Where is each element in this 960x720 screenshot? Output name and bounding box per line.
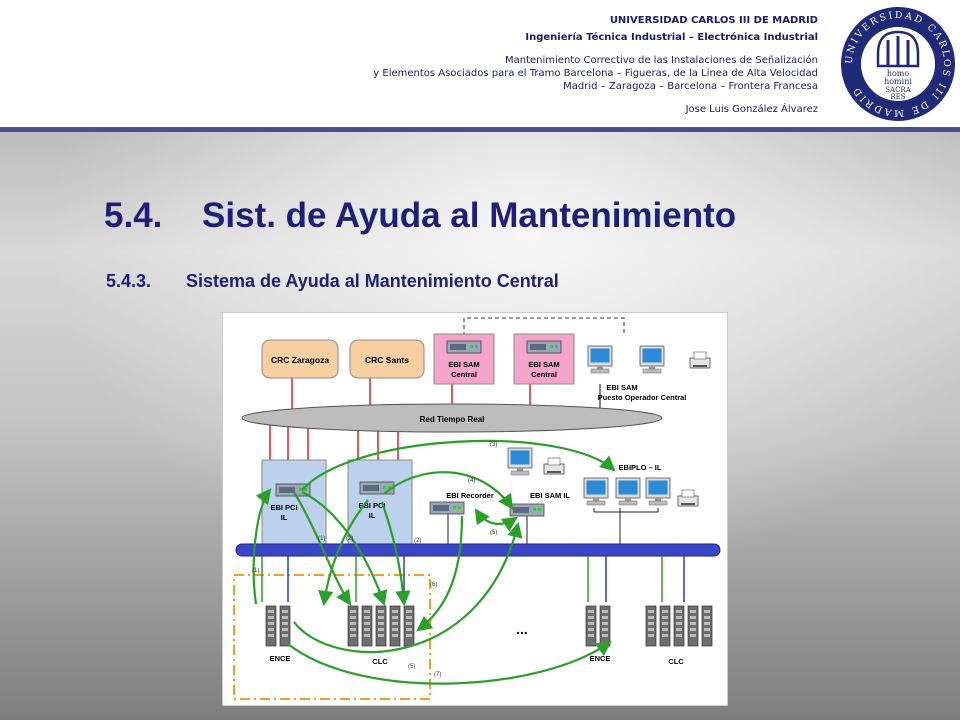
project-title-line-2: y Elementos Asociados para el Tramo Barc… (373, 68, 818, 79)
subtitle-text: Sistema de Ayuda al Mantenimiento Centra… (186, 271, 559, 291)
university-name: UNIVERSIDAD CARLOS III DE MADRID (609, 15, 818, 26)
ebi-pci-1-label-a: EBI PCI (270, 503, 297, 512)
ebi-recorder-server (429, 501, 465, 515)
link-label-4: (4) (468, 478, 475, 484)
title-text: Sist. de Ayuda al Mantenimiento (202, 196, 737, 235)
link-label-2b: (2) (414, 538, 421, 544)
crc-sants-label: CRC Sants (365, 355, 409, 365)
author-name: Jose Luis González Álvarez (685, 104, 818, 115)
ebi-pci-1-label-b: IL (281, 513, 288, 522)
operator-label-b: Puesto Operador Central (598, 393, 687, 402)
svg-text:homini: homini (884, 77, 912, 86)
subtitle-number: 5.4.3. (106, 271, 152, 291)
link-label-5a: (5) (490, 530, 497, 536)
data-flow-arrows (252, 439, 616, 685)
clc-1-racks (347, 605, 415, 647)
ebi-pci-2-box (347, 459, 413, 545)
network-label: Red Tiempo Real (420, 415, 485, 424)
crc-zaragoza-label: CRC Zaragoza (271, 355, 329, 365)
project-title-line-1: Mantenimiento Correctivo de las Instalac… (504, 55, 818, 66)
svg-text:SACRA: SACRA (885, 86, 911, 94)
link-label-6: (6) (430, 582, 437, 588)
link-label-1b: (1) (252, 568, 259, 574)
sam-il-label: EBI SAM IL (530, 491, 570, 500)
clc-2-racks (645, 605, 713, 647)
university-seal-logo: UNIVERSIDAD CARLOS III DE MADRID homo ho… (841, 7, 955, 121)
link-label-3: (3) (490, 442, 497, 448)
link-label-7: (7) (434, 672, 441, 678)
ebiplo-label: EBIPLO – IL (619, 463, 662, 472)
ence-2-label: ENCE (590, 654, 611, 663)
degree-name: Ingeniería Técnica Industrial – Electrón… (525, 32, 818, 43)
link-label-1a: (1) (318, 536, 325, 542)
slide-subtitle: 5.4.3. Sistema de Ayuda al Mantenimiento … (106, 271, 559, 292)
svg-text:homo: homo (887, 69, 910, 78)
clc-1-label: CLC (372, 657, 388, 666)
clc-2-label: CLC (668, 657, 684, 666)
red-tiempo-real-cloud (241, 403, 663, 433)
ebi-pci-1-box (261, 459, 327, 545)
more-equipment-ellipsis: ... (516, 621, 528, 637)
ebi-sam-central-2-label-b: Central (531, 370, 557, 379)
network-diagram: CRC Zaragoza CRC Sants EBI SAM Central E… (222, 312, 728, 706)
ence-1-label: ENCE (270, 654, 291, 663)
ebi-sam-il-server (509, 503, 545, 517)
project-title-line-3: Madrid – Zaragoza – Barcelona – Frontera… (563, 81, 818, 92)
header-divider (0, 127, 960, 132)
link-label-2a: (2) (346, 536, 353, 542)
ebi-pci-2-label-b: IL (369, 511, 376, 520)
link-label-5b: (5) (408, 664, 415, 670)
svg-text:RES: RES (890, 93, 905, 101)
operator-label-a: EBI SAM (606, 383, 637, 392)
main-bus (235, 543, 721, 557)
crc-sants-box (349, 339, 425, 379)
ebi-sam-central-2-label-a: EBI SAM (528, 360, 559, 369)
central-redundancy-link (463, 317, 625, 336)
ebi-sam-central-1-label-a: EBI SAM (448, 360, 479, 369)
title-number: 5.4. (104, 196, 163, 235)
ebi-pci-2-label-a: EBI PCI (358, 501, 385, 510)
crc-zaragoza-box (261, 339, 339, 379)
recorder-label: EBI Recorder (446, 491, 494, 500)
ebi-sam-central-1-label-b: Central (451, 370, 477, 379)
slide-title: 5.4. Sist. de Ayuda al Mantenimiento (104, 196, 736, 236)
